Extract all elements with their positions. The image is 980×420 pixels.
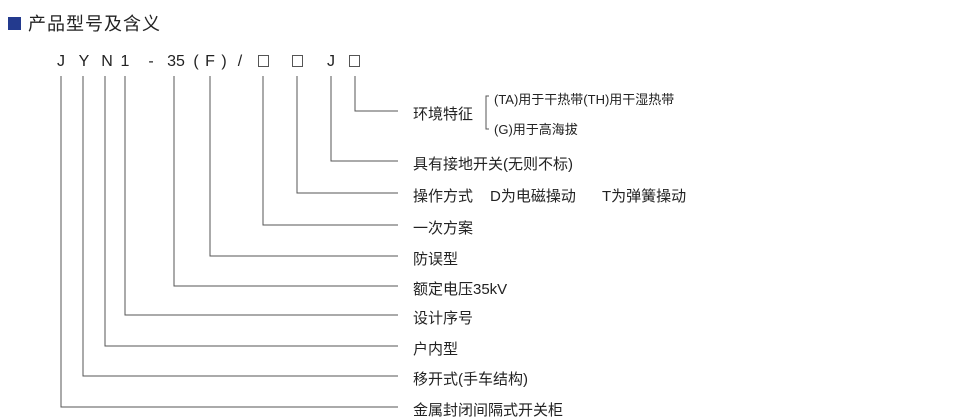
label-operation-t: T为弹簧操动 xyxy=(602,188,687,205)
label-primary-scheme: 一次方案 xyxy=(413,220,474,237)
code-char-dash: - xyxy=(148,53,154,70)
code-char-close-paren: ) xyxy=(221,53,227,70)
code-char-1: 1 xyxy=(120,53,130,70)
label-movable: 移开式(手车结构) xyxy=(413,371,528,388)
label-earth-switch: 具有接地开关(无则不标) xyxy=(413,156,573,173)
connector-operation xyxy=(296,76,398,194)
label-environment-ta-th: (TA)用于干热带(TH)用干湿热带 xyxy=(494,92,675,107)
code-char-y: Y xyxy=(78,53,90,70)
connector-environment xyxy=(354,76,398,112)
label-environment-g: (G)用于高海拔 xyxy=(494,122,578,137)
connector-primary-scheme xyxy=(262,76,398,226)
label-design-number: 设计序号 xyxy=(413,310,474,327)
code-char-open-paren: ( xyxy=(193,53,199,70)
label-rated-voltage: 额定电压35kV xyxy=(413,281,508,298)
code-char-slash: / xyxy=(237,53,243,70)
section-title: 产品型号及含义 xyxy=(8,11,161,35)
code-char-35: 35 xyxy=(167,53,185,70)
code-char-f: F xyxy=(205,53,215,70)
code-placeholder-box-environment xyxy=(349,55,360,67)
code-char-j: J xyxy=(57,53,65,70)
label-environment: 环境特征 xyxy=(413,106,474,123)
connector-rated-voltage xyxy=(173,76,398,287)
code-char-n: N xyxy=(101,53,113,70)
connector-enclosed xyxy=(60,76,398,408)
code-placeholder-box-operation xyxy=(292,55,303,67)
label-anti-misoperation: 防误型 xyxy=(413,251,459,268)
section-title-text: 产品型号及含义 xyxy=(28,14,161,34)
label-enclosed: 金属封闭间隔式开关柜 xyxy=(413,402,564,419)
label-operation: 操作方式 xyxy=(413,188,474,205)
connector-movable xyxy=(82,76,398,377)
square-bullet-icon xyxy=(8,16,21,30)
connector-earth-switch xyxy=(330,76,398,162)
code-char-j-earth: J xyxy=(327,53,335,70)
label-operation-d: D为电磁操动 xyxy=(490,188,576,205)
connector-indoor xyxy=(104,76,398,347)
label-indoor: 户内型 xyxy=(413,341,459,358)
environment-bracket xyxy=(485,95,489,130)
code-placeholder-box-scheme xyxy=(258,55,269,67)
connector-anti-misoperation xyxy=(209,76,398,257)
connector-design-number xyxy=(124,76,398,316)
